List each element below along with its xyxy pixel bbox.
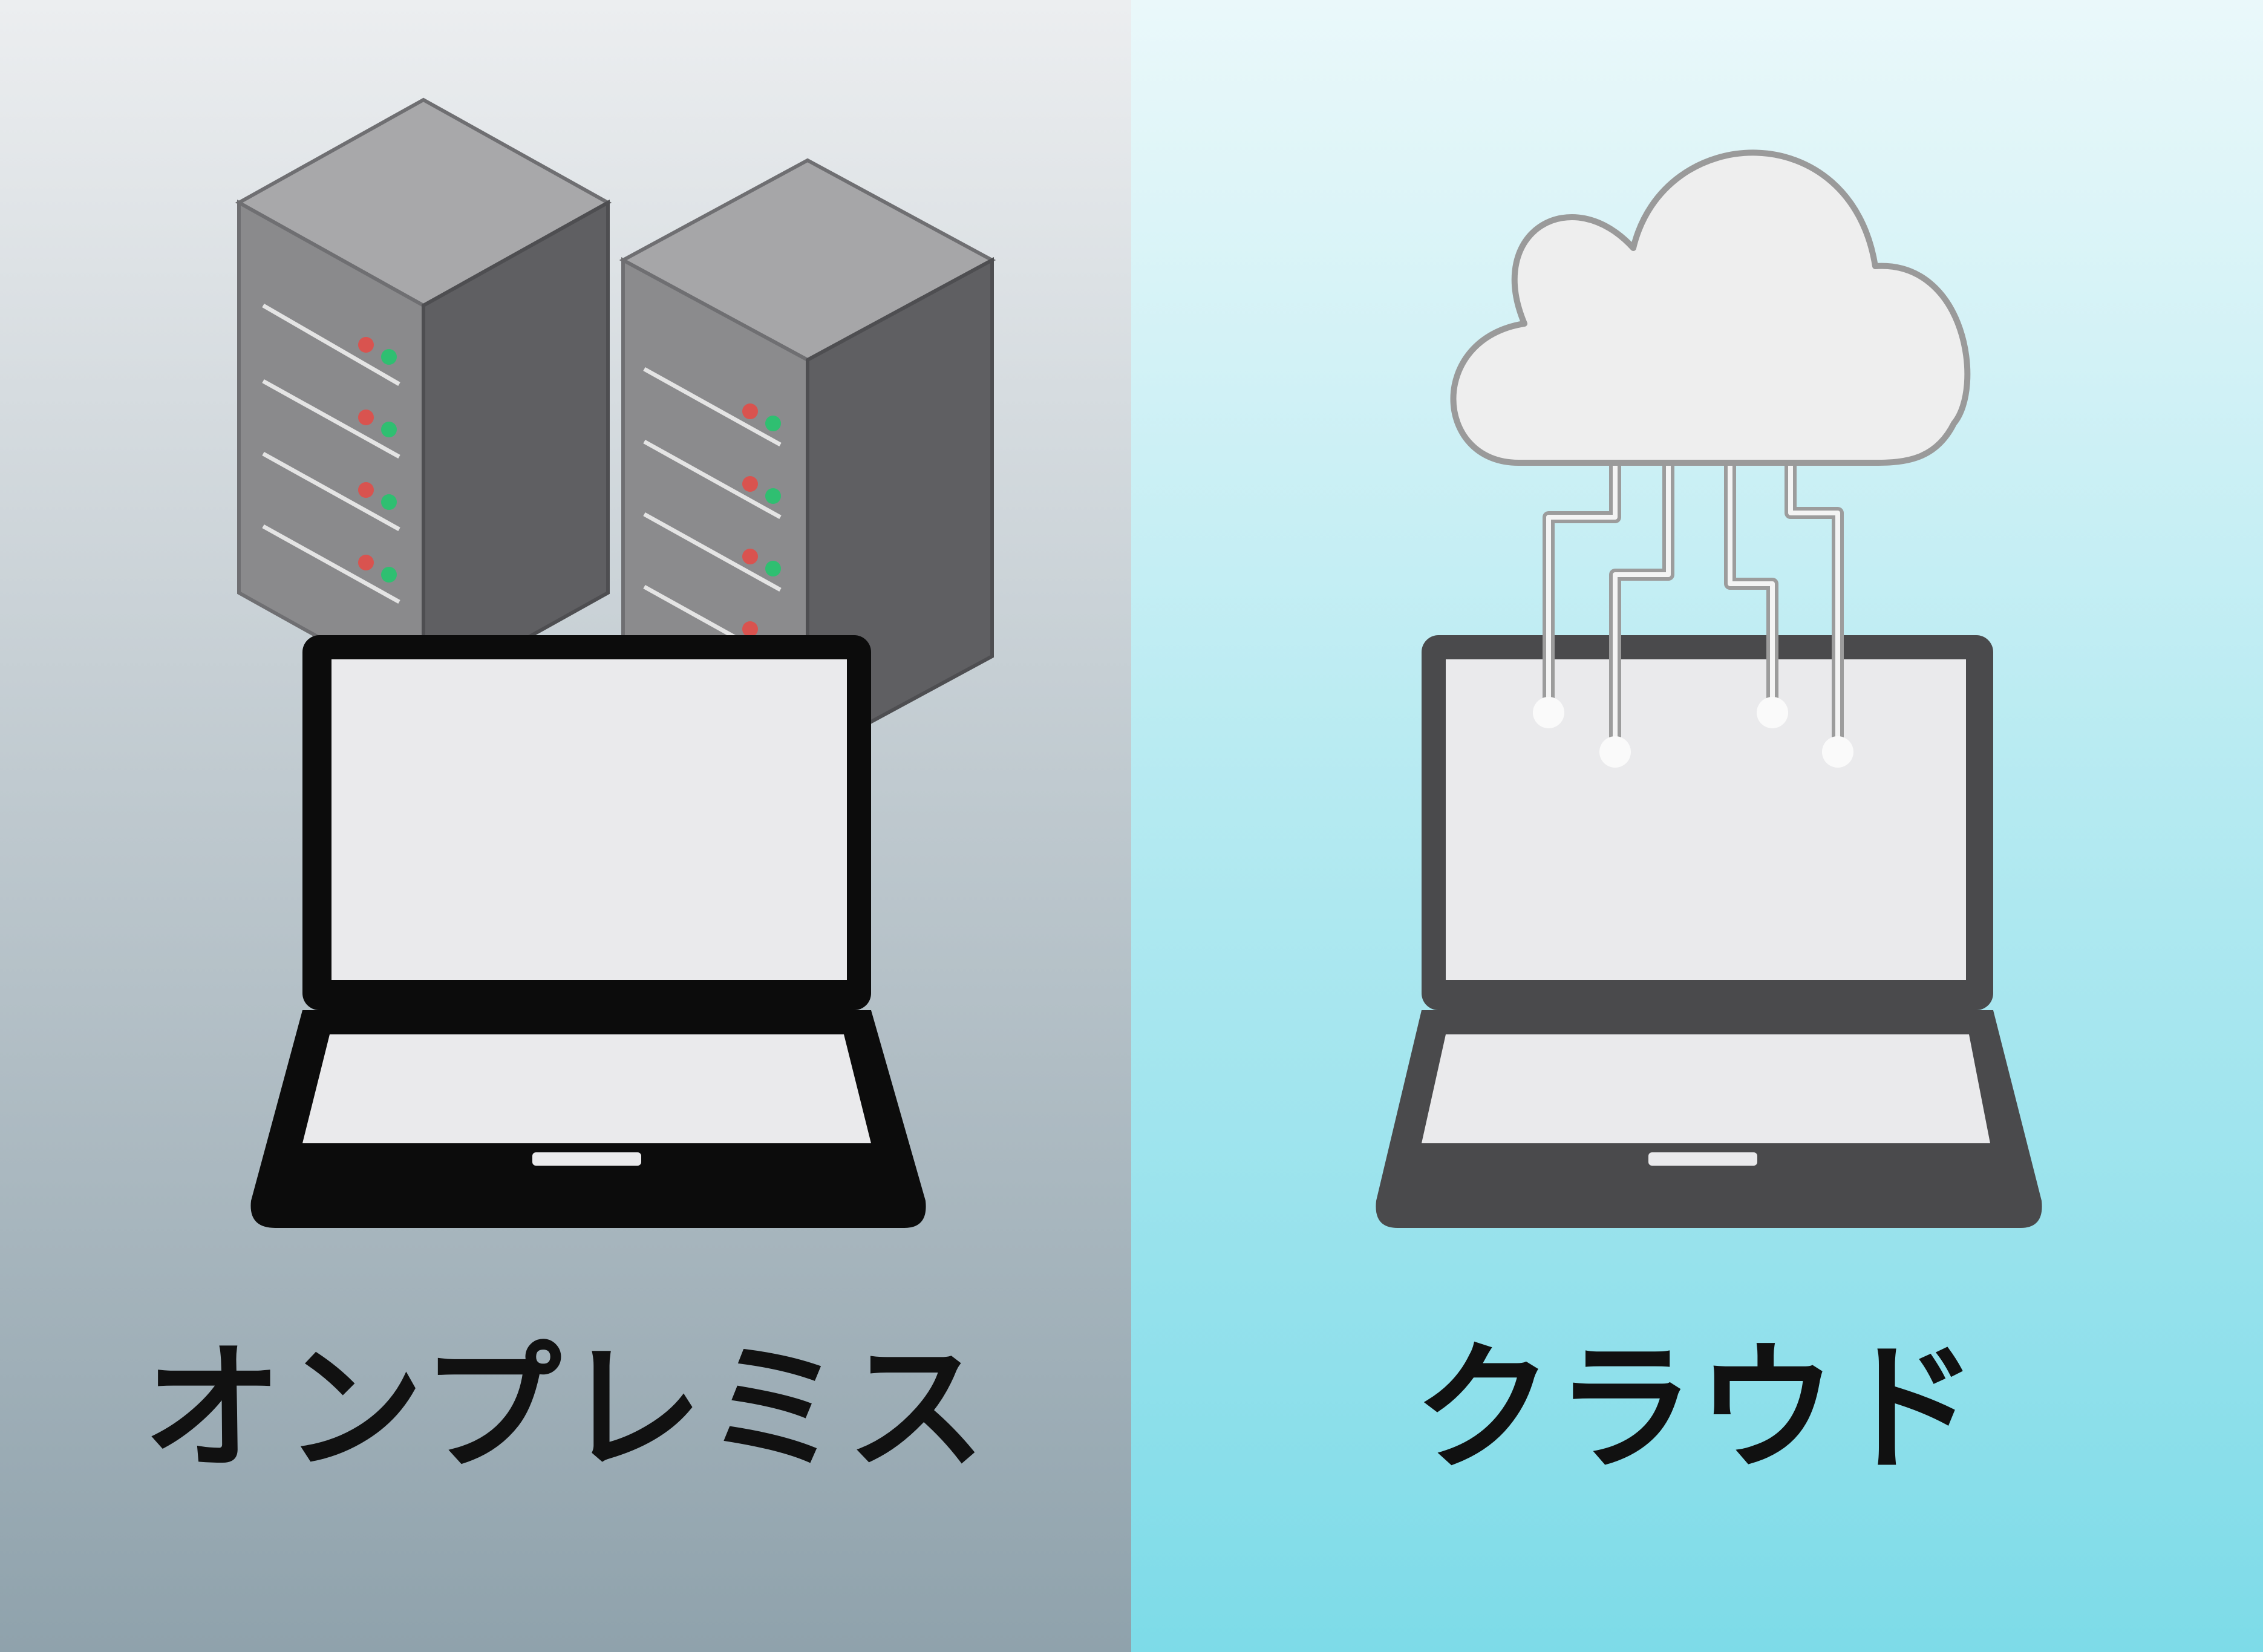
- circuit-lines-icon: [1533, 348, 1853, 768]
- cloud-panel: クラウド: [1131, 0, 2263, 1652]
- laptop-trackpad: [532, 1152, 641, 1166]
- laptop-keyboard: [302, 1034, 871, 1143]
- laptop-icon: [250, 635, 926, 1228]
- laptop-trackpad: [1648, 1152, 1757, 1166]
- cloud-label: クラウド: [1414, 1328, 1981, 1490]
- on-premise-illustration: [0, 0, 1131, 1652]
- cloud-icon: [1450, 149, 1971, 466]
- cloud-illustration: [1131, 0, 2263, 1652]
- laptop-screen: [331, 659, 847, 980]
- circuit-node: [1757, 697, 1788, 728]
- on-premise-label: オンプレミス: [143, 1328, 988, 1490]
- server-rack-icon: [619, 158, 996, 760]
- circuit-node: [1822, 736, 1853, 768]
- circuit-node: [1533, 697, 1564, 728]
- laptop-screen: [1446, 659, 1966, 980]
- server-rack-icon: [235, 97, 612, 699]
- laptop-keyboard: [1422, 1034, 1990, 1143]
- on-premise-panel: オンプレミス: [0, 0, 1131, 1652]
- circuit-node: [1599, 736, 1631, 768]
- laptop-icon: [1376, 635, 2042, 1228]
